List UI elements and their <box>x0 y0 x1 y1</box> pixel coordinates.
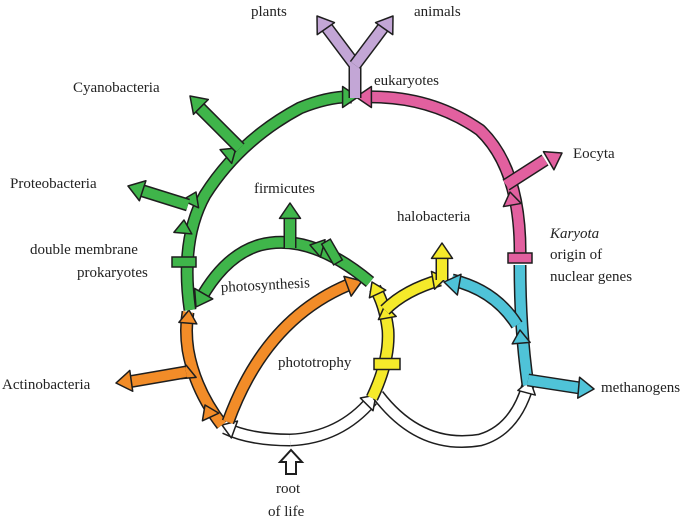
branch-cyan-methanogens <box>527 373 581 395</box>
arrowhead-methanogens <box>576 376 595 399</box>
arrowhead-root-left <box>221 420 239 439</box>
label-eocyta: Eocyta <box>573 146 615 162</box>
arrowhead-eocyta <box>542 150 563 171</box>
marker-karyota <box>507 252 533 264</box>
label-double-membrane: double membrane <box>30 242 138 258</box>
label-origin-of: origin of <box>550 247 602 263</box>
arrowhead-cyanobacteria <box>189 95 210 116</box>
arrowhead-root-right <box>359 394 377 412</box>
arrowhead-firmicutes <box>278 202 302 220</box>
arrowhead-halobacteria <box>430 242 454 260</box>
double-membrane-line2: prokaryotes <box>77 265 148 281</box>
arrowhead-pink-top <box>355 85 373 109</box>
branch-cyan-left <box>450 273 523 329</box>
branch-orange-actino <box>126 365 188 389</box>
arrowhead-cyan-mid <box>511 329 531 345</box>
label-eukaryotes: eukaryotes <box>374 73 439 89</box>
label-karyota: Karyota <box>549 226 599 242</box>
label-phototrophy: phototrophy <box>278 355 352 371</box>
branch-lavender-animals <box>349 21 391 69</box>
arrowhead-green-1 <box>173 219 193 235</box>
arrowhead-yellow-1 <box>368 281 387 299</box>
arrowhead-proteobacteria <box>127 180 147 202</box>
label-plants: plants <box>251 4 287 20</box>
label-proteobacteria: Proteobacteria <box>10 176 97 192</box>
arrowhead-orange-left-3 <box>201 404 220 422</box>
arrowhead-animals <box>374 15 394 36</box>
branch-yellow-stem <box>366 284 395 401</box>
label-firmicutes: firmicutes <box>254 181 315 197</box>
branch-green-left-arc <box>180 90 353 311</box>
label-prokaryotes: prokaryotes <box>77 265 148 281</box>
branch-yellow-right <box>380 273 442 315</box>
branch-orange-diagonal <box>221 279 351 425</box>
arrowhead-cyan-left <box>443 273 462 296</box>
arrowhead-orange-left-1 <box>178 309 198 325</box>
branch-root-right-arc <box>289 395 377 447</box>
branch-orange-left <box>180 310 228 429</box>
branch-green-proteo <box>138 183 190 212</box>
label-methanogens: methanogens <box>601 380 680 396</box>
marker-photosynthesis <box>320 238 344 266</box>
arrowhead-green-3 <box>219 147 237 165</box>
branches <box>115 15 595 475</box>
label-actinobacteria: Actinobacteria <box>2 377 91 393</box>
label-halobacteria: halobacteria <box>397 209 471 225</box>
label-photosynthesis: photosynthesis <box>220 275 310 296</box>
marker-phototrophy <box>373 357 401 371</box>
arrowhead-orange-diag <box>343 275 363 297</box>
root-arrow-icon <box>277 448 305 475</box>
label-cyanobacteria: Cyanobacteria <box>73 80 160 96</box>
branch-pink-arc <box>364 90 527 261</box>
branch-pink-eocyta <box>502 154 549 191</box>
labels: plants animals eukaryotes Cyanobacteria … <box>2 4 680 520</box>
double-membrane-line1: double membrane <box>30 242 138 258</box>
arrowhead-pink-mid <box>502 191 522 208</box>
label-nuclear-genes: nuclear genes <box>550 269 632 285</box>
branch-green-cyano <box>195 103 245 153</box>
marker-double-membrane <box>171 256 197 268</box>
arrowhead-green-2 <box>181 191 200 209</box>
arrowhead-plants <box>316 15 336 36</box>
arrowhead-actinobacteria <box>115 369 134 393</box>
label-of-life: of life <box>268 504 305 520</box>
branch-cyan-arc <box>513 264 535 386</box>
label-animals: animals <box>414 4 461 20</box>
branch-white-right-loop <box>372 383 535 449</box>
label-root: root <box>276 481 301 497</box>
arrowhead-green-inner-left <box>193 287 214 308</box>
